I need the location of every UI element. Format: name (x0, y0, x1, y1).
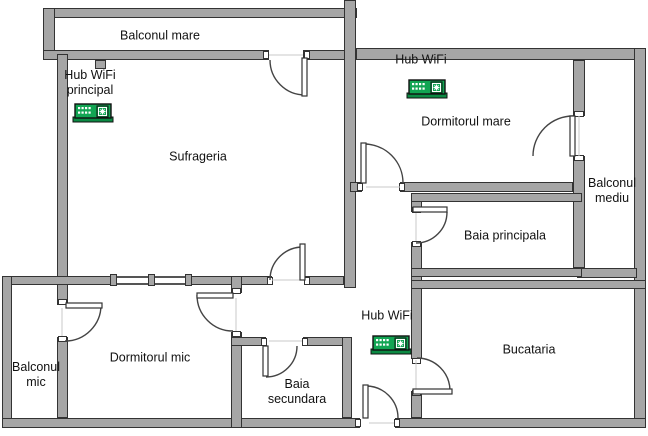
door-jamb (263, 51, 269, 59)
door-jamb (302, 338, 308, 346)
wall-segment (395, 418, 646, 428)
wall-segment (305, 276, 344, 285)
room-label-balconul-mare: Balconul mare (120, 28, 200, 43)
door-jamb (394, 419, 400, 427)
wall-segment (411, 280, 646, 289)
room-label-dormitorul-mare: Dormitorul mare (421, 114, 511, 129)
door-jamb (267, 277, 273, 285)
door-jamb (574, 155, 584, 161)
door-jamb (574, 111, 584, 117)
wall-segment (411, 268, 582, 277)
door-jamb (357, 183, 363, 191)
room-label-balconul-mic: Balconul mic (12, 360, 60, 390)
hub-label-hol: Hub WiFi (361, 308, 413, 323)
room-label-line: Balconul (588, 176, 636, 190)
wall-segment (231, 332, 242, 428)
room-label-dormitorul-mic: Dormitorul mic (109, 350, 191, 365)
room-label-line: Baia (284, 377, 310, 391)
wall-segment (634, 48, 646, 428)
door-jamb (261, 338, 267, 346)
room-label-baia-principala: Baia principala (464, 228, 546, 243)
door-jamb (412, 390, 421, 396)
hub-label-line: principal (66, 83, 114, 97)
door-jamb (232, 331, 241, 337)
door-jamb (412, 241, 421, 247)
wall-segment (577, 268, 637, 278)
wall-segment (400, 182, 573, 192)
wall-segment (344, 0, 356, 288)
door-jamb (412, 207, 421, 213)
wall-segment (573, 60, 585, 116)
window-post (185, 274, 192, 286)
door-jamb (232, 288, 241, 294)
window-post (148, 274, 155, 286)
door-jamb (412, 358, 421, 364)
wifi-hub-icon (405, 78, 449, 105)
room-label-baia-secundara: Baia secundara (268, 377, 326, 407)
door-jamb (304, 51, 310, 59)
wall-segment (2, 276, 113, 285)
hub-label-dormitor-mare: Hub WiFi (395, 52, 447, 67)
wall-segment (411, 193, 582, 202)
wall-segment (187, 276, 272, 285)
wall-segment (2, 276, 12, 428)
wall-segment (43, 50, 269, 60)
door-jamb (58, 299, 67, 305)
room-label-line: mic (26, 375, 46, 389)
room-label-line: mediu (594, 191, 630, 205)
room-label-balconul-mediu: Balconul mediu (588, 176, 636, 206)
door-jamb (355, 419, 361, 427)
room-label-bucataria: Bucataria (502, 342, 556, 357)
wall-segment (95, 60, 106, 69)
door-jamb (399, 183, 405, 191)
room-label-sufrageria: Sufrageria (169, 149, 227, 164)
window-post (110, 274, 117, 286)
hub-label-principal: Hub WiFi principal (64, 68, 115, 98)
wifi-hub-icon (71, 102, 115, 129)
wall-segment (43, 8, 357, 18)
wall-segment (2, 418, 360, 428)
hub-label-line: Hub WiFi (64, 68, 116, 82)
window (155, 276, 185, 285)
wall-segment (342, 337, 352, 418)
room-label-line: secundara (267, 392, 327, 406)
window (117, 276, 148, 285)
door-jamb (58, 336, 67, 342)
wifi-hub-icon (369, 334, 413, 361)
room-label-line: Balconul (12, 360, 60, 374)
wall-segment (573, 156, 585, 268)
door-jamb (304, 277, 310, 285)
